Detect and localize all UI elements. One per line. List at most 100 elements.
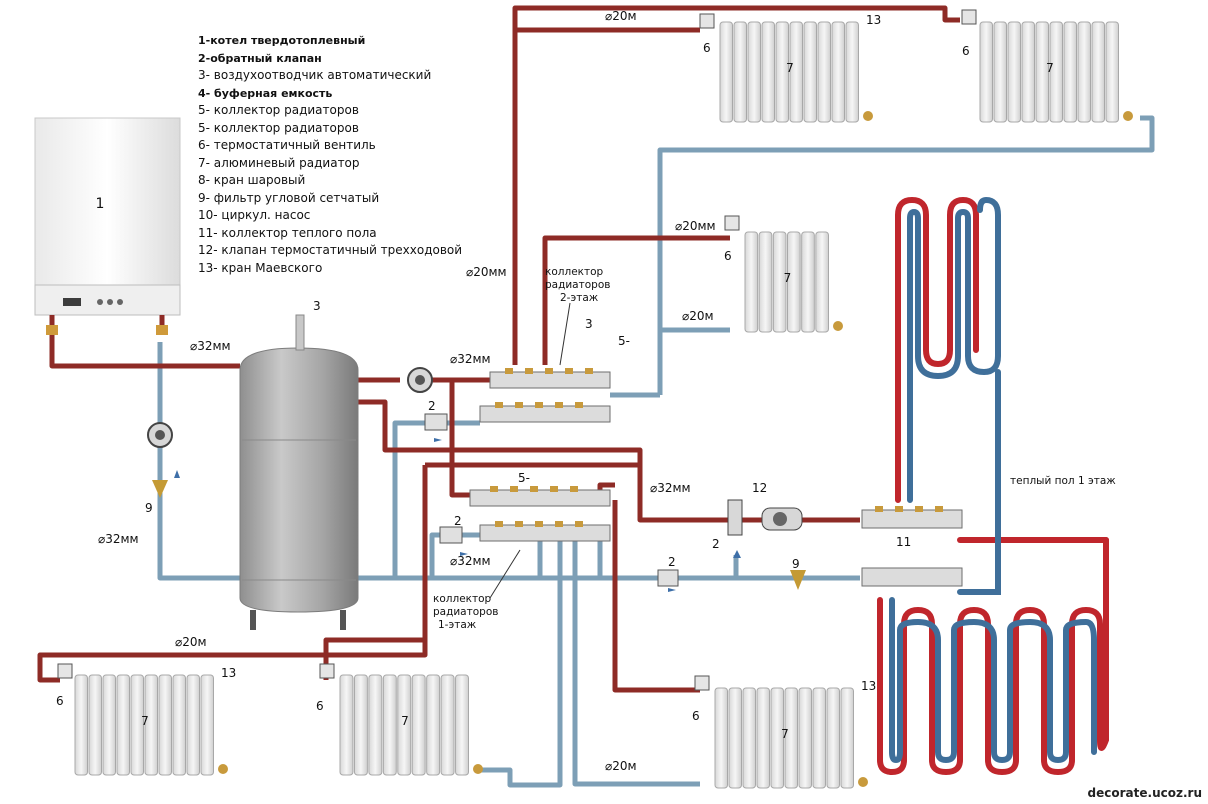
radiator-section — [728, 687, 742, 789]
filter-number: 9 — [145, 501, 153, 515]
thermostatic-valve-number: 6 — [703, 41, 711, 55]
pipe-size-boiler: ⌀32мм — [190, 339, 231, 353]
thermostatic-valve-icon — [724, 215, 740, 231]
radiator-3: 67 — [724, 215, 843, 333]
pipe-size-return-2: ⌀32мм — [450, 554, 491, 568]
three-way-valve-number: 12 — [752, 481, 767, 495]
upper-loop-hot — [895, 196, 979, 503]
radiator-section — [1091, 21, 1105, 123]
legend-item-5a: 5- коллектор радиаторов — [198, 103, 359, 117]
radiator-section — [744, 231, 759, 333]
watermark: decorate.ucoz.ru — [1087, 786, 1202, 800]
radiator-6: 6 7 13 — [692, 675, 876, 789]
radiator-section — [102, 674, 116, 776]
radiator-number: 7 — [141, 714, 149, 728]
boiler-valve-icon — [46, 325, 168, 335]
lower-loop-cold — [889, 597, 1097, 764]
pipe-size-return: ⌀32мм — [98, 532, 139, 546]
thermostatic-valve-icon — [694, 675, 710, 691]
radiator-section — [979, 21, 993, 123]
radiator-section — [840, 687, 854, 789]
collector-1-label-1: коллектор — [433, 593, 492, 605]
radiator-section — [1105, 21, 1119, 123]
floor-heating-label: теплый пол 1 этаж — [1010, 475, 1116, 487]
radiator-section — [803, 21, 817, 123]
radiator-section — [815, 231, 829, 333]
pipe-size-supply: ⌀32мм — [450, 352, 491, 366]
radiator-section — [144, 674, 158, 776]
boiler-label: 1 — [96, 196, 105, 212]
pump-icons — [147, 367, 803, 531]
check-valve-number-2: 2 — [454, 514, 462, 528]
radiator-section — [1063, 21, 1077, 123]
legend-item-2: 2-обратный клапан — [198, 51, 322, 65]
thermostatic-valve-icon — [699, 13, 715, 29]
pipe-size-mid: ⌀20мм — [675, 219, 716, 233]
radiator-section — [426, 674, 441, 776]
radiator-number: 7 — [781, 727, 789, 741]
radiator-section — [784, 687, 798, 789]
collector-2-number: 5- — [618, 334, 630, 348]
radiator-section — [812, 687, 826, 789]
pipe-size-bottom-return: ⌀20м — [605, 759, 637, 773]
radiator-section — [845, 21, 859, 123]
collector-2-label-2: радиаторов — [545, 279, 610, 291]
radiator-section — [116, 674, 130, 776]
radiator-number: 7 — [1046, 61, 1054, 75]
radiator-section — [787, 231, 801, 333]
radiator-2: 67 — [961, 9, 1133, 123]
ball-valve-icon — [218, 764, 228, 774]
legend-item-7: 7- алюминевый радиатор — [198, 155, 360, 170]
check-valve-icons — [424, 413, 679, 587]
legend-item-4: 4- буферная емкость — [198, 86, 333, 100]
air-vent-number: 3 — [313, 299, 321, 313]
ball-valve-icon — [1123, 111, 1133, 121]
radiator-section — [798, 687, 812, 789]
radiator-section — [719, 21, 733, 123]
legend-item-6: 6- термостатичный вентиль — [198, 138, 376, 152]
radiator-section — [1077, 21, 1091, 123]
return-pipes — [157, 115, 1155, 788]
mayevsky-valve-number: 13 — [861, 679, 876, 693]
legend-item-10: 10- циркул. насос — [198, 208, 311, 222]
radiator-section — [1007, 21, 1021, 123]
boiler-display — [63, 298, 81, 306]
radiator-section — [733, 21, 747, 123]
collector-2-vent-number: 3 — [585, 317, 593, 331]
collector-taps — [490, 368, 943, 527]
radiator-section — [831, 21, 845, 123]
radiator-section — [756, 687, 770, 789]
collector-2-label-3: 2-этаж — [560, 292, 599, 304]
collectors — [469, 371, 963, 587]
legend-item-12: 12- клапан термостатичный трехходовой — [198, 243, 463, 257]
ball-valve-icon — [473, 764, 483, 774]
radiator-section — [186, 674, 200, 776]
legend-item-5b: 5- коллектор радиаторов — [198, 120, 359, 135]
three-way-valve-icon — [727, 499, 743, 536]
ball-valve-icon — [863, 111, 873, 121]
thermostatic-valve-number: 6 — [692, 709, 700, 723]
flow-arrow-icons — [174, 438, 741, 592]
radiator-section — [747, 21, 761, 123]
thermostatic-valve-number: 6 — [56, 694, 64, 708]
radiator-section — [353, 674, 368, 776]
collector-1-label-2: радиаторов — [433, 606, 498, 618]
radiator-section — [1021, 21, 1035, 123]
collector-1-number: 5- — [518, 471, 530, 485]
pipe-size-bottom: ⌀20м — [175, 635, 207, 649]
radiator-section — [775, 21, 789, 123]
floor-collector-number: 11 — [896, 535, 911, 549]
radiator-section — [801, 231, 815, 333]
thermostatic-valve-number: 6 — [724, 249, 732, 263]
radiator-section — [1049, 21, 1063, 123]
radiator-number: 7 — [784, 271, 792, 285]
legend-item-13: 13- кран Маевского — [198, 260, 323, 275]
pipe-size-top: ⌀20м — [605, 9, 637, 23]
collector-2-label-1: коллектор — [545, 266, 604, 278]
ball-valve-icon — [833, 321, 843, 331]
radiator-section — [761, 21, 775, 123]
radiator-section — [742, 687, 756, 789]
radiator-section — [826, 687, 840, 789]
